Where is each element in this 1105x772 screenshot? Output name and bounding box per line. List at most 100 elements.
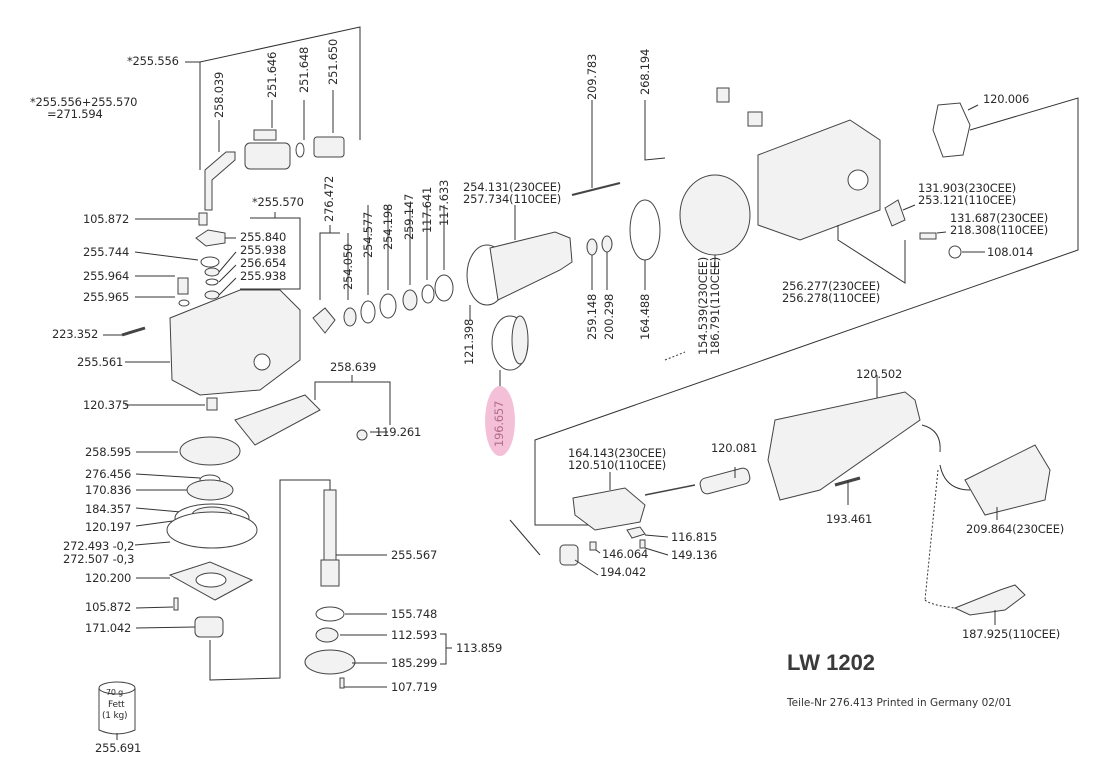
part-label: 146.064 [602,547,649,561]
ring-164488-part [629,199,661,261]
assembly-sum-line2: =271.594 [47,107,103,121]
part-label: 170.836 [85,483,132,497]
bracket-258639-part [234,394,321,446]
assembly-sum-label: *255.556+255.570 =271.594 [30,96,137,120]
part-label: 107.719 [391,680,438,694]
part-label: 121.398 [462,318,476,365]
part-label: 185.299 [391,656,438,670]
part-label: 119.261 [375,425,422,439]
elbow-pipe-part [204,151,236,211]
part-label: 268.194 [638,48,652,95]
part-label: 259.148 [585,293,599,340]
housing-label: 256.277(230CEE) 256.278(110CEE) [782,280,880,304]
part-label: 112.593 [391,628,438,642]
nut-120375-part [206,397,218,411]
assembly-label-b: *255.570 [252,195,304,209]
housing-230-label: 256.277(230CEE) [782,279,881,293]
leader-assembly-a [185,26,361,140]
gear-258595-part [179,436,241,466]
stator-label: 154.539(230CEE) 186.791(110CEE) [696,256,722,355]
model-title: LW 1202 [787,650,876,675]
part-label: 256.654 [240,256,287,270]
part-label: 255.691 [95,741,142,755]
grease-qty: (1 kg) [102,711,128,721]
part-label: 113.859 [456,641,503,655]
part-label: 259.147 [402,193,416,240]
part-label: 164.488 [638,293,652,340]
motor-housing-part [757,119,881,241]
leader-255744 [134,251,199,261]
switch-230-label: 164.143(230CEE) [568,446,667,460]
part-label: 209.864(230CEE) [966,522,1065,536]
brush-230-label: 131.687(230CEE) [950,211,1049,225]
part-label: 108.014 [987,245,1034,259]
part-label: 105.872 [83,212,130,226]
part-label: 117.633 [437,179,451,226]
spindle-255567-part [323,489,337,561]
part-label: 105.872 [85,600,132,614]
part-label: 187.925(110CEE) [962,627,1061,641]
part-label: 116.815 [671,530,718,544]
gear-head-housing-part [169,289,301,396]
valve-handle-part [253,129,277,141]
washer-251648-part [295,142,305,158]
assembly-label-a: *255.556 [127,54,179,68]
assembly-sum-line1: *255.556+255.570 [30,95,138,109]
part-label: 276.472 [322,175,336,222]
part-label: 251.648 [297,46,311,93]
stator-part [679,174,751,256]
part-label: 200.298 [602,293,616,340]
capacitor-194042-part [559,544,579,566]
switch-label: 164.143(230CEE) 120.510(110CEE) [568,447,666,471]
plug-209864-part [964,444,1051,516]
part-label: 120.006 [983,92,1030,106]
part-label: 194.042 [600,565,647,579]
part-label: 255.938 [240,269,287,283]
armature-label: 254.131(230CEE) 257.734(110CEE) [463,181,561,205]
part-label: 171.042 [85,621,132,635]
part-label: 223.352 [52,327,99,341]
part-label: 255.840 [240,230,287,244]
brush-holder-230-label: 131.903(230CEE) [918,181,1017,195]
screw-105872-part [198,212,208,226]
part-label: 193.461 [826,512,873,526]
sleeve-120081-part [699,467,751,495]
grease-weight: 70 g [106,688,124,697]
part-label: 258.039 [212,71,226,118]
switch-110-label: 120.510(110CEE) [568,458,667,472]
part-label: 255.965 [83,290,130,304]
valve-part [244,142,291,170]
spindle-nut-276472-part [312,307,336,334]
footer-text: Teile-Nr 276.413 Printed in Germany 02/0… [787,697,1012,709]
part-label: 254.577 [361,211,375,258]
switch-part [572,487,646,531]
oring-255744-part [200,256,220,268]
part-label: 117.641 [420,186,434,233]
part-label: 258.639 [330,360,377,374]
part-label: 155.748 [391,607,438,621]
part-label: 251.646 [265,51,279,98]
part-label: 254.198 [381,203,395,250]
part-label: 149.136 [671,548,718,562]
nipple-251650-part [313,136,345,158]
part-label: 120.197 [85,520,132,534]
part-label: 255.964 [83,269,130,283]
armature-230-label: 254.131(230CEE) [463,180,562,194]
highlighted-part-label[interactable]: 196.657 [492,400,506,447]
screw-255964-part [177,277,189,295]
cap-108014-part [948,245,962,259]
part-label: 272.493 -0,2 [63,539,135,553]
plug-187925-part [953,584,1026,616]
brush-holder-110-label: 253.121(110CEE) [918,193,1017,207]
brush-holder-label: 131.903(230CEE) 253.121(110CEE) [918,182,1016,206]
part-label: 255.938 [240,243,287,257]
armature-part [489,231,573,301]
part-label: 276.456 [85,467,132,481]
part-label: 255.561 [77,355,124,369]
part-label: 272.507 -0,3 [63,552,135,566]
brush-label: 131.687(230CEE) 218.308(110CEE) [950,212,1048,236]
stator-110-label: 186.791(110CEE) [708,256,722,355]
part-label: 251.650 [326,38,340,85]
